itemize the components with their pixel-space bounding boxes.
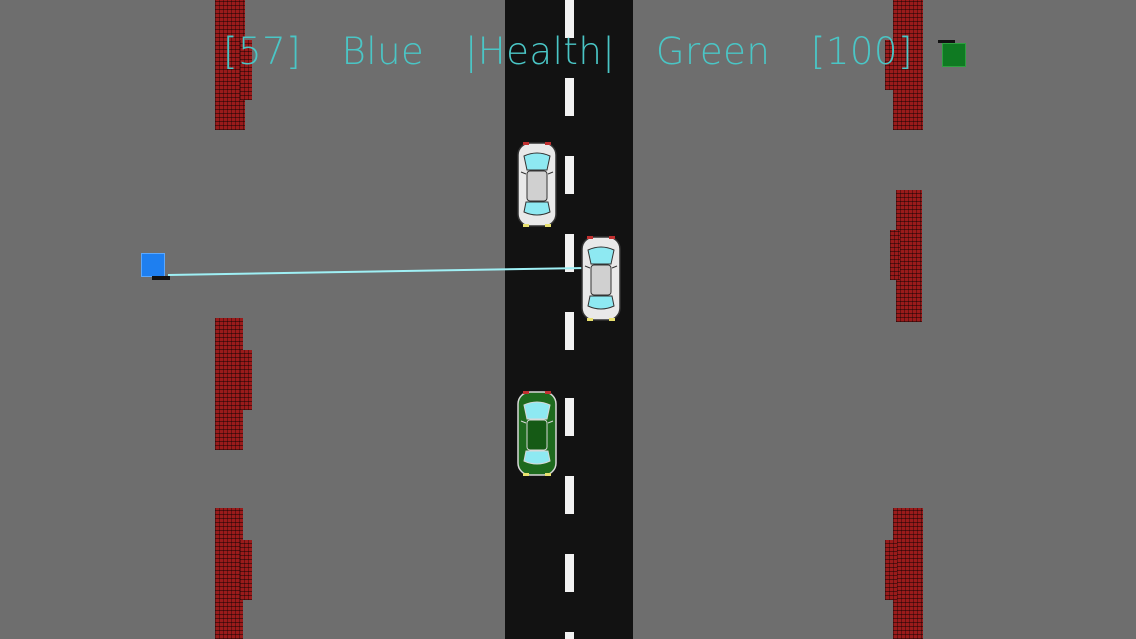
green-health-value: [100] [810, 30, 913, 73]
brick-wall-right-2 [896, 190, 922, 322]
lane-dash [565, 398, 574, 436]
blue-player-gun [152, 276, 170, 280]
brick-wall-left-2-ridge [240, 350, 252, 410]
lane-dash [565, 234, 574, 272]
brick-wall-right-2-ridge [890, 230, 900, 280]
green-player-gun [938, 40, 955, 43]
lane-dash [565, 476, 574, 514]
white-car-right [581, 236, 621, 321]
brick-wall-right-3 [893, 508, 923, 639]
health-label: |Health| [464, 30, 616, 73]
brick-wall-left-3-ridge [240, 540, 252, 600]
green-label: Green [655, 30, 771, 73]
lane-dash [565, 632, 574, 639]
blue-player [141, 253, 165, 277]
blue-label: Blue [341, 30, 425, 73]
brick-wall-left-3 [215, 508, 243, 639]
brick-wall-left-2 [215, 318, 243, 450]
health-hud: [57] Blue |Health| Green [100] [0, 30, 1136, 73]
brick-wall-right-1 [893, 0, 923, 130]
lane-dash [565, 78, 574, 116]
lane-dash [565, 554, 574, 592]
green-player [942, 43, 966, 67]
brick-wall-right-3-ridge [885, 540, 897, 600]
lane-dash [565, 156, 574, 194]
lane-dash [565, 0, 574, 38]
white-car-top [517, 142, 557, 227]
green-car [517, 391, 557, 476]
brick-wall-right-1-ridge [885, 40, 897, 90]
lane-dash [565, 312, 574, 350]
blue-health-value: [57] [223, 30, 302, 73]
brick-wall-left-1-ridge [240, 40, 252, 100]
